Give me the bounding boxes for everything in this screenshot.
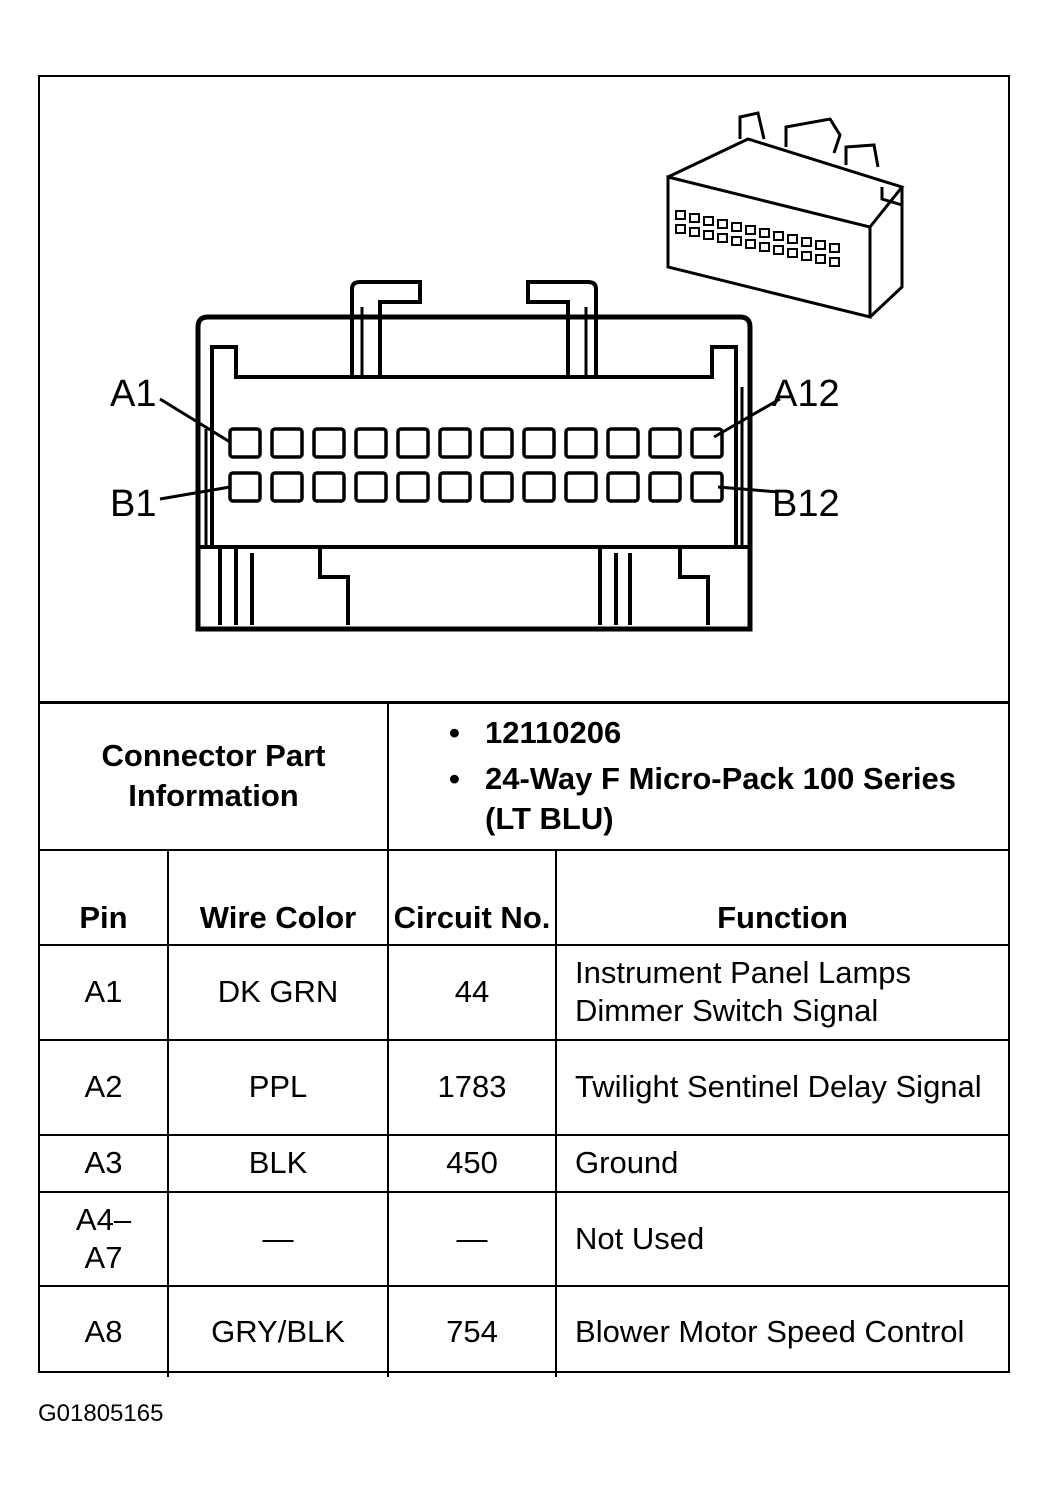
cell-wire-color: PPL bbox=[166, 1038, 390, 1136]
col-head-pin: Pin bbox=[40, 848, 169, 946]
col-head-circuit-no: Circuit No. bbox=[387, 848, 558, 946]
cell-wire-color: GRY/BLK bbox=[166, 1284, 390, 1377]
diagram-frame: A1 A12 B1 B12 Connector Part Information… bbox=[38, 75, 1010, 1377]
cell-function: Twilight Sentinel Delay Signal bbox=[555, 1038, 1009, 1136]
cell-wire-color: BLK bbox=[166, 1133, 390, 1193]
cell-circuit-no: — bbox=[387, 1190, 558, 1287]
cell-circuit-no: 1783 bbox=[387, 1038, 558, 1136]
table-row: A3 BLK 450 Ground bbox=[40, 1133, 1009, 1193]
col-head-function: Function bbox=[555, 848, 1009, 946]
cell-wire-color: — bbox=[166, 1190, 390, 1287]
figure-id: G01805165 bbox=[38, 1400, 164, 1427]
cell-pin: A8 bbox=[40, 1284, 169, 1377]
cell-pin: A2 bbox=[40, 1038, 169, 1136]
label-b12: B12 bbox=[772, 483, 840, 525]
cell-function: Ground bbox=[555, 1133, 1009, 1193]
table-row: A8 GRY/BLK 754 Blower Motor Speed Contro… bbox=[40, 1284, 1009, 1377]
table-row: A2 PPL 1783 Twilight Sentinel Delay Sign… bbox=[40, 1038, 1009, 1136]
connector-info-row: Connector Part Information 12110206 24-W… bbox=[40, 701, 1009, 851]
cell-pin: A4–A7 bbox=[40, 1190, 169, 1287]
connector-info-label: Connector Part Information bbox=[40, 701, 390, 851]
connector-description: 24-Way F Micro-Pack 100 Series (LT BLU) bbox=[449, 759, 1008, 839]
cell-circuit-no: 450 bbox=[387, 1133, 558, 1193]
cell-pin: A3 bbox=[40, 1133, 169, 1193]
cell-function: Instrument Panel Lamps Dimmer Switch Sig… bbox=[555, 943, 1009, 1041]
connector-face-drawing bbox=[159, 111, 905, 632]
table-row: A4–A7 — — Not Used bbox=[40, 1190, 1009, 1287]
connector-part-number: 12110206 bbox=[449, 713, 1008, 753]
connector-diagram: A1 A12 B1 B12 bbox=[40, 77, 1008, 701]
cell-pin: A1 bbox=[40, 943, 169, 1041]
cell-circuit-no: 754 bbox=[387, 1284, 558, 1377]
table-row: A1 DK GRN 44 Instrument Panel Lamps Dimm… bbox=[40, 943, 1009, 1041]
label-b1: B1 bbox=[110, 483, 157, 525]
cell-wire-color: DK GRN bbox=[166, 943, 390, 1041]
cell-function: Blower Motor Speed Control bbox=[555, 1284, 1009, 1377]
column-header-row: Pin Wire Color Circuit No. Function bbox=[40, 848, 1009, 946]
label-a1: A1 bbox=[110, 373, 157, 415]
cell-circuit-no: 44 bbox=[387, 943, 558, 1041]
cell-function: Not Used bbox=[555, 1190, 1009, 1287]
connector-table: Connector Part Information 12110206 24-W… bbox=[40, 701, 1009, 1377]
label-a12: A12 bbox=[772, 373, 840, 415]
col-head-wire-color: Wire Color bbox=[166, 848, 390, 946]
connector-info-details: 12110206 24-Way F Micro-Pack 100 Series … bbox=[387, 701, 1009, 851]
connector-iso-view bbox=[666, 111, 905, 319]
